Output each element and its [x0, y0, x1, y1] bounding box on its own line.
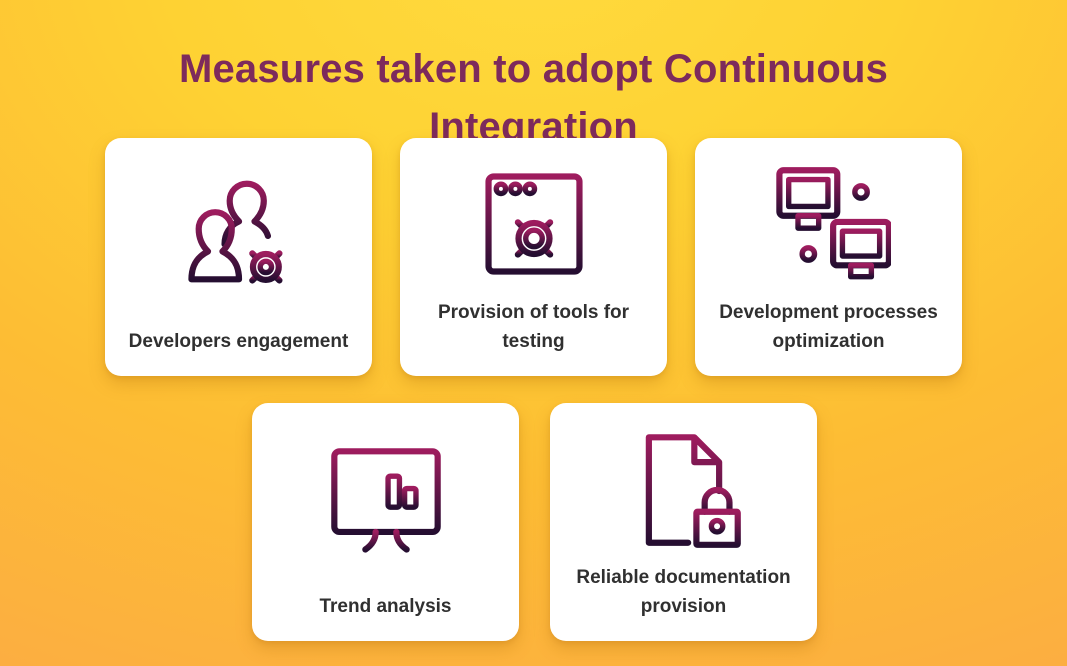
card-process-optimization: Development processes optimization [695, 138, 962, 376]
workflow-monitors-icon [775, 166, 891, 279]
icon-container [324, 403, 448, 593]
monitor-chart-icon [330, 447, 441, 554]
card-testing-tools: Provision of tools for testing [400, 138, 667, 376]
icon-container [767, 138, 891, 299]
card-label: Reliable documentation provision [576, 567, 791, 617]
page-title: Measures taken to adopt Continuous Integ… [178, 46, 889, 149]
icon-container [177, 138, 301, 328]
browser-gear-icon [484, 172, 583, 275]
card-label: Provision of tools for testing [437, 302, 630, 352]
document-lock-icon [645, 433, 741, 548]
card-documentation-provision: Reliable documentation provision [550, 403, 817, 641]
card-trend-analysis: Trend analysis [252, 403, 519, 641]
card-label: Developers engagement [128, 330, 349, 352]
card-developers-engagement: Developers engagement [105, 138, 372, 376]
users-gear-icon [187, 180, 288, 289]
icon-container [622, 403, 746, 564]
card-label: Development processes optimization [719, 302, 938, 352]
icon-container [472, 138, 596, 299]
card-label: Trend analysis [319, 595, 452, 617]
